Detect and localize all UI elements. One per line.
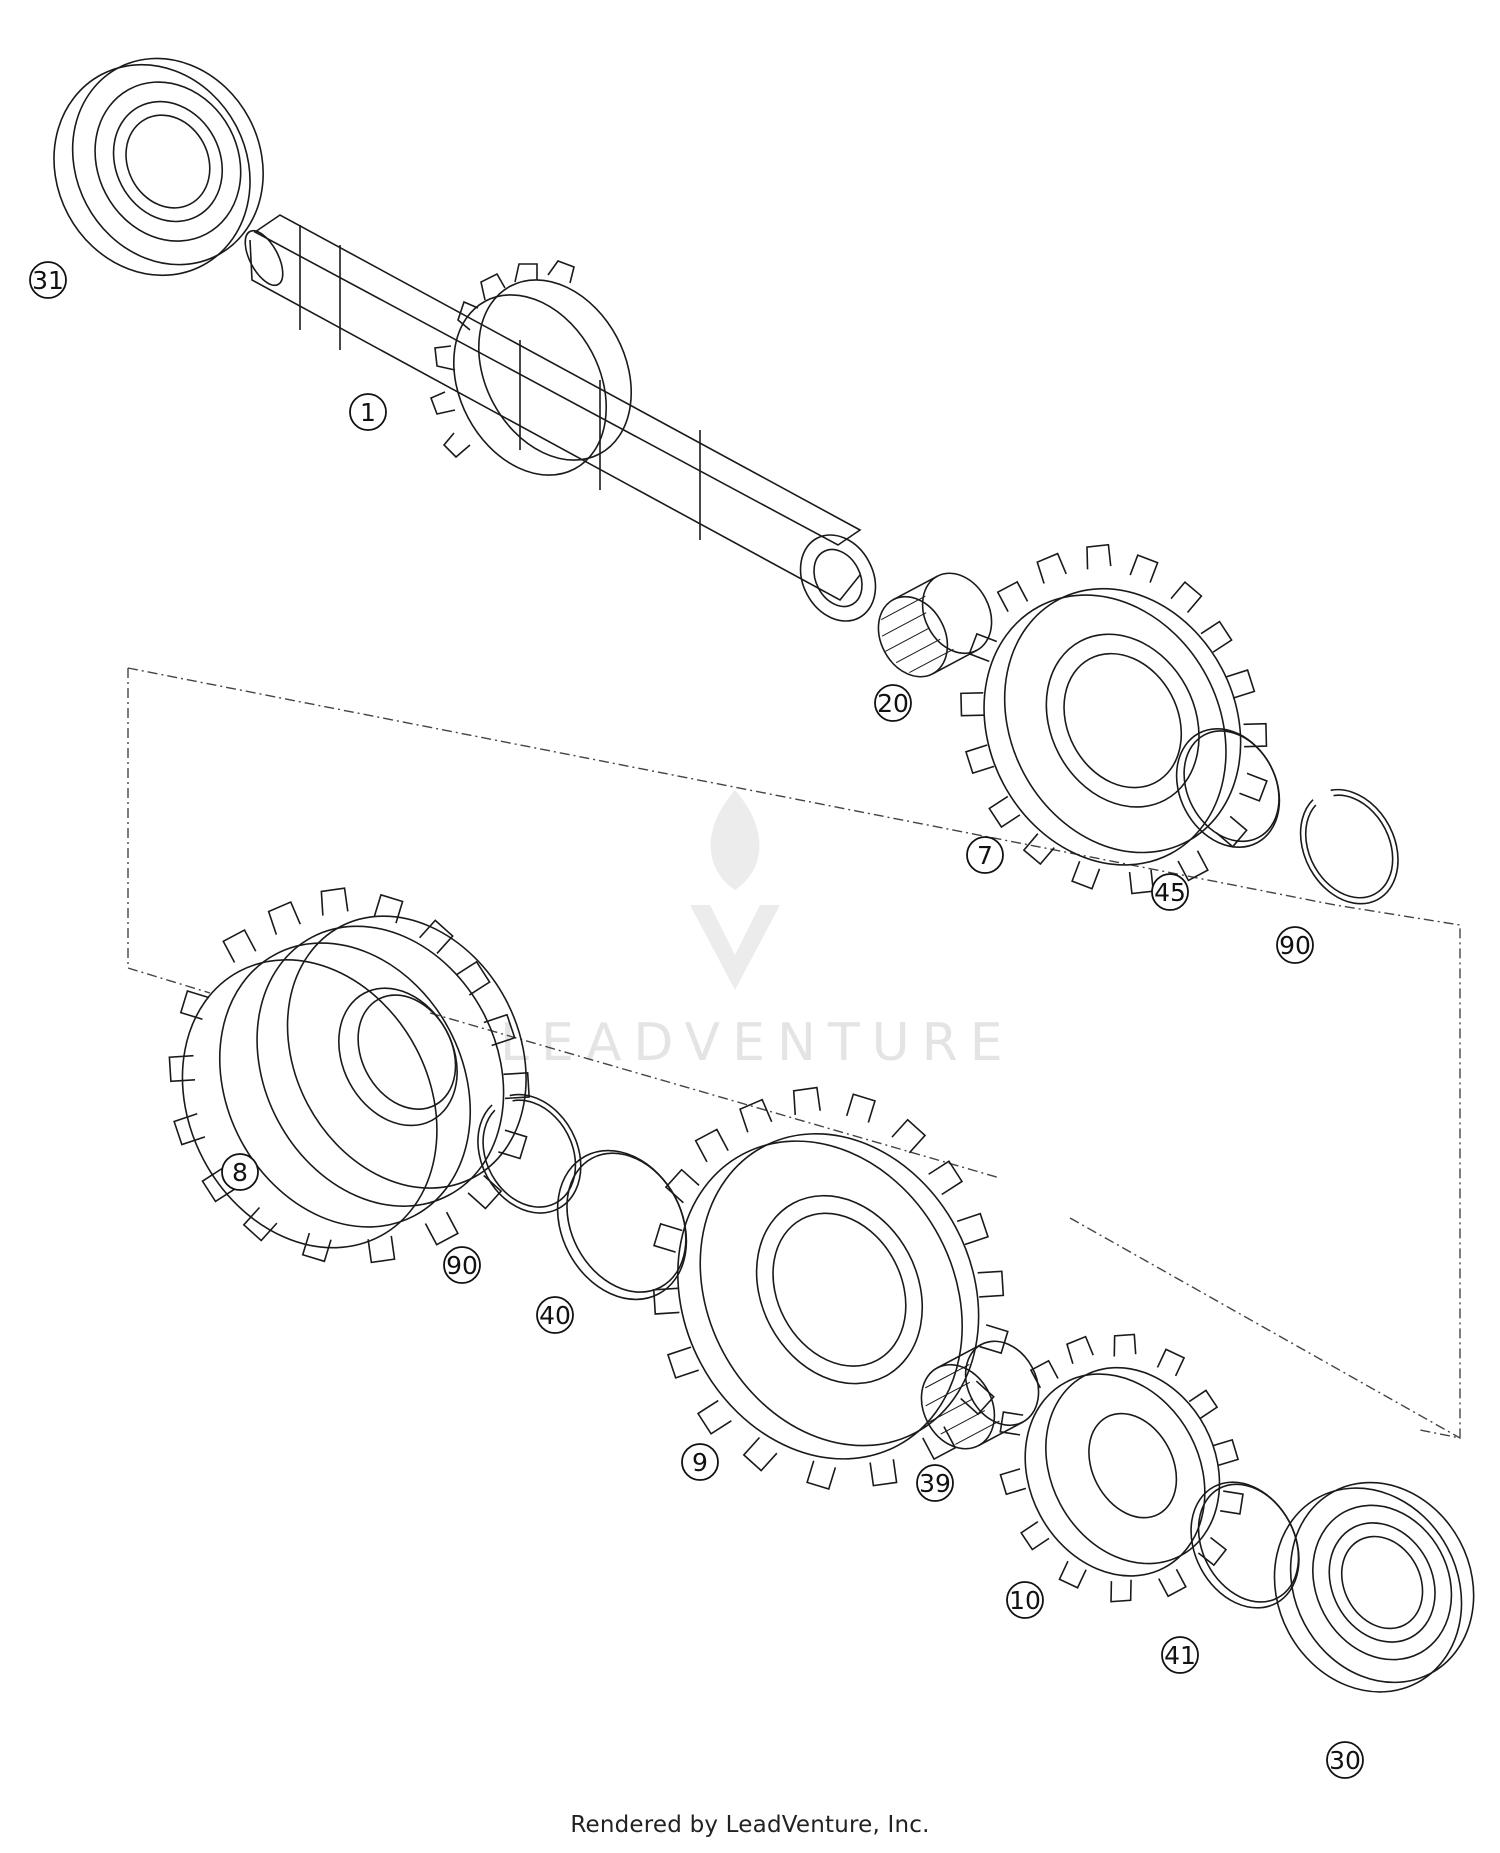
- callouts: 31 1 20 7 45 90 8 90 40 9 39 10 41 30: [29, 261, 1364, 1779]
- callout-20-label: 20: [877, 689, 909, 718]
- gear-9: [652, 1086, 1009, 1491]
- callout-31: 31: [29, 261, 67, 299]
- callout-90-upper: 90: [1276, 926, 1314, 964]
- callout-7-label: 7: [977, 841, 993, 870]
- callout-30-label: 30: [1329, 1746, 1361, 1775]
- callout-31-label: 31: [32, 266, 64, 295]
- callout-41-label: 41: [1164, 1641, 1196, 1670]
- washer-40: [556, 1149, 688, 1301]
- callout-45-label: 45: [1154, 878, 1186, 907]
- callout-39: 39: [916, 1464, 954, 1502]
- callout-45: 45: [1151, 873, 1189, 911]
- callout-90-upper-label: 90: [1279, 931, 1311, 960]
- gear-8: [168, 887, 531, 1264]
- watermark-flame-icon: [710, 790, 760, 890]
- needle-bearing-39: [920, 1340, 1040, 1450]
- callout-30: 30: [1326, 1741, 1364, 1779]
- watermark-v-icon: [690, 905, 780, 990]
- callout-40-label: 40: [539, 1301, 571, 1330]
- callout-7: 7: [966, 836, 1004, 874]
- callout-40: 40: [536, 1296, 574, 1334]
- shaft-1: [244, 214, 877, 622]
- callout-1: 1: [349, 393, 387, 431]
- needle-bearing-20: [877, 572, 993, 678]
- callout-90-lower-label: 90: [446, 1251, 478, 1280]
- washer-41: [1190, 1481, 1300, 1609]
- callout-10: 10: [1006, 1581, 1044, 1619]
- bearing-30: [1273, 1481, 1475, 1693]
- callout-8-label: 8: [232, 1158, 248, 1187]
- gear-7: [960, 543, 1268, 895]
- footer-credit: Rendered by LeadVenture, Inc.: [570, 1812, 930, 1838]
- callout-9-label: 9: [692, 1448, 708, 1477]
- callout-90-lower: 90: [443, 1246, 481, 1284]
- callout-39-label: 39: [919, 1469, 951, 1498]
- bearing-31: [53, 57, 264, 277]
- assembly-outline: [127, 667, 1461, 1439]
- callout-8: 8: [221, 1153, 259, 1191]
- callout-41: 41: [1161, 1636, 1199, 1674]
- watermark-text: LEADVENTURE: [500, 1013, 1015, 1073]
- callout-9: 9: [681, 1443, 719, 1481]
- callout-10-label: 10: [1009, 1586, 1041, 1615]
- circlip-90-lower: [477, 1093, 582, 1214]
- callout-20: 20: [874, 684, 912, 722]
- callout-1-label: 1: [360, 398, 376, 427]
- washer-45: [1175, 728, 1281, 848]
- watermark: LEADVENTURE: [500, 790, 1015, 1073]
- circlip-90-upper: [1299, 788, 1399, 905]
